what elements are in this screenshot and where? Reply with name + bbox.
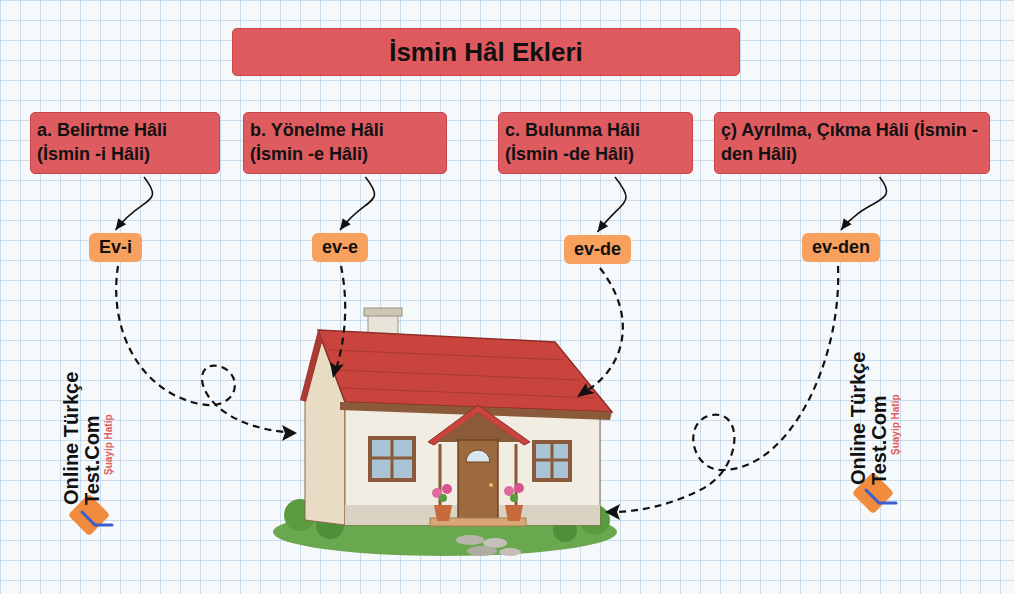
example-word-box: Ev-i — [89, 233, 142, 262]
dashed-arrow — [116, 266, 284, 432]
case-header-text: b. Yönelme Hâli (İsmin -e Hâli) — [250, 118, 440, 166]
case-header-box: b. Yönelme Hâli (İsmin -e Hâli) — [243, 112, 447, 174]
case-header-text: ç) Ayrılma, Çıkma Hâli (İsmin -den Hâli) — [721, 118, 983, 166]
arrowhead — [116, 218, 127, 230]
arrowhead — [330, 362, 344, 378]
curved-arrow — [598, 177, 627, 232]
dashed-arrow — [337, 266, 345, 366]
watermark-author: Şuayip Hatip — [890, 315, 902, 455]
case-header-box: ç) Ayrılma, Çıkma Hâli (İsmin -den Hâli) — [714, 112, 990, 174]
arrowhead — [841, 218, 852, 230]
dashed-arrow — [588, 268, 623, 390]
arrowhead — [282, 425, 297, 441]
watermark-author: Şuayip Hatip — [103, 335, 115, 475]
arrowhead — [577, 383, 595, 397]
case-header-box: c. Bulunma Hâli (İsmin -de Hâli) — [498, 112, 693, 174]
title-box: İsmin Hâl Ekleri — [232, 28, 740, 76]
arrowhead — [598, 220, 609, 232]
case-header-box: a. Belirtme Hâli (İsmin -i Hâli) — [30, 112, 220, 174]
example-word-box: ev-de — [564, 235, 631, 264]
title-text: İsmin Hâl Ekleri — [389, 37, 583, 68]
curved-arrow — [841, 177, 887, 230]
example-word-box: ev-e — [312, 233, 368, 262]
dashed-arrow — [618, 266, 838, 512]
arrowhead — [605, 504, 620, 520]
connector-line — [116, 177, 153, 230]
curved-arrow — [116, 177, 153, 230]
example-word-text: ev-den — [812, 237, 870, 257]
connector-line — [598, 177, 627, 232]
connector-line — [841, 177, 887, 230]
watermark-text: Online Türkçe Test.Com — [61, 335, 103, 505]
arrowhead — [340, 218, 351, 230]
example-word-box: ev-den — [802, 233, 880, 262]
watermark: Online Türkçe Test.ComŞuayip Hatip — [61, 335, 115, 505]
connector-line — [340, 177, 375, 230]
watermark-text: Online Türkçe Test.Com — [848, 315, 890, 485]
example-word-text: Ev-i — [99, 237, 132, 257]
watermark: Online Türkçe Test.ComŞuayip Hatip — [848, 315, 902, 485]
case-header-text: c. Bulunma Hâli (İsmin -de Hâli) — [505, 118, 686, 166]
curved-arrow — [340, 177, 375, 230]
example-word-text: ev-e — [322, 237, 358, 257]
example-word-text: ev-de — [574, 239, 621, 259]
case-header-text: a. Belirtme Hâli (İsmin -i Hâli) — [37, 118, 213, 166]
